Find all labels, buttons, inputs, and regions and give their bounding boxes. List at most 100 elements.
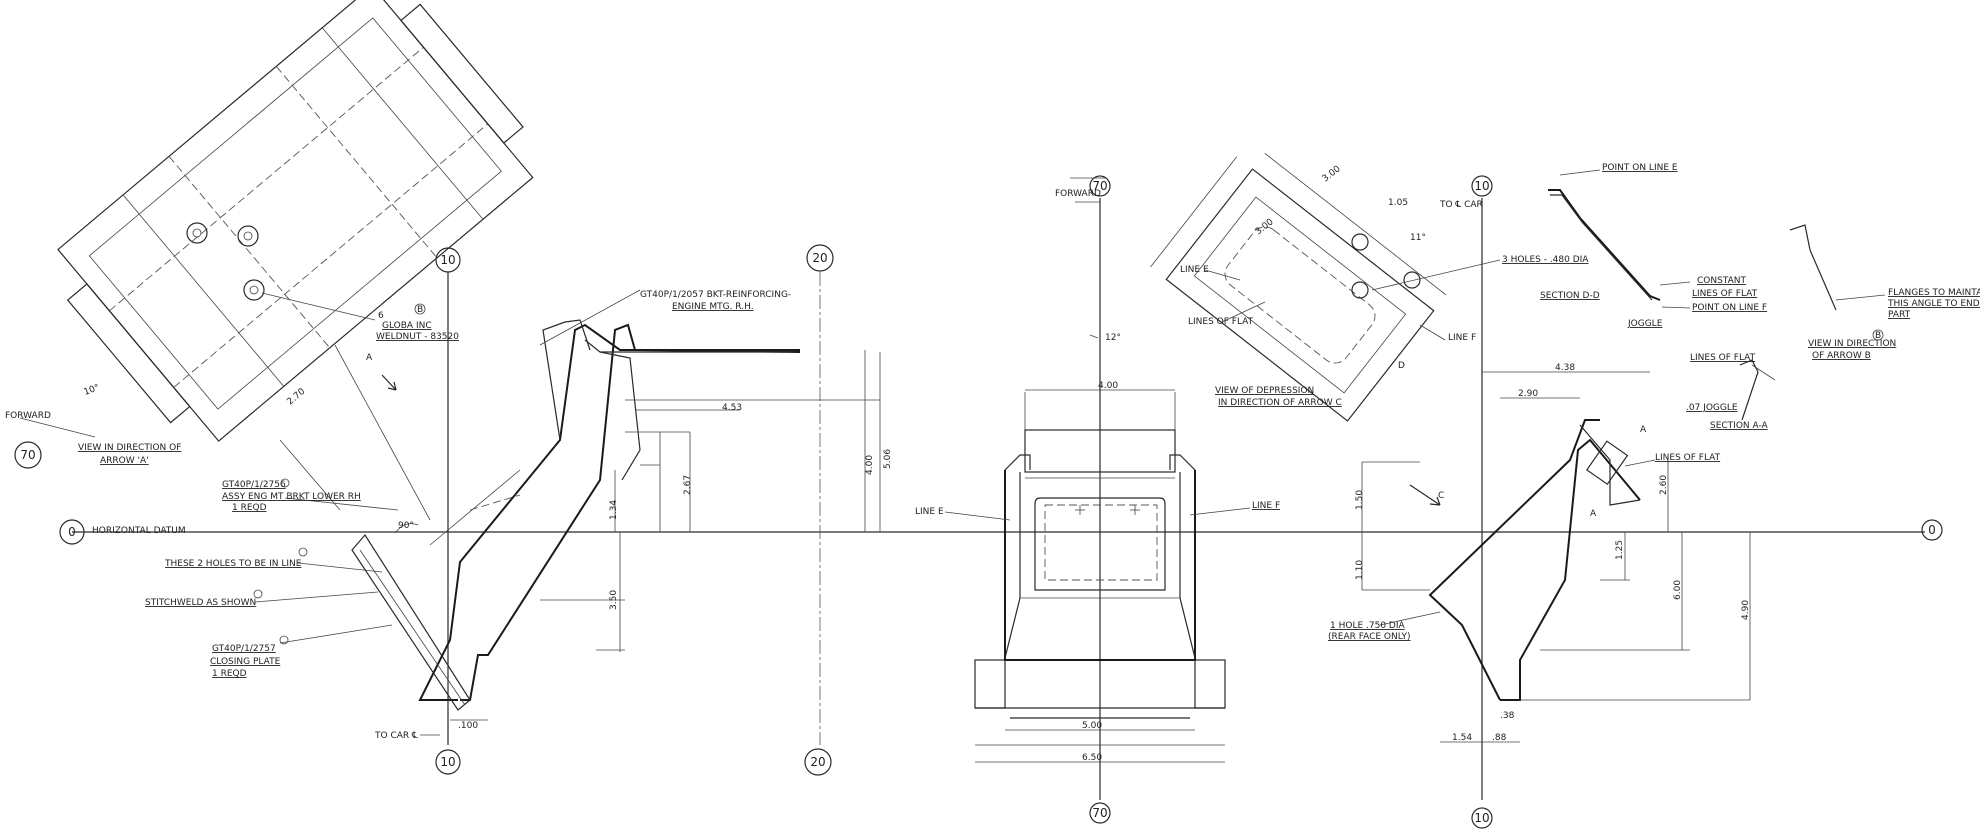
arrow-a-right: A xyxy=(1640,425,1647,435)
grid-bubbles: 70 0 10 10 20 20 70 70 xyxy=(14,175,1943,829)
dim-350: 3.50 xyxy=(609,590,619,610)
section-mark-d: D xyxy=(1398,361,1405,371)
section-aa-title: SECTION A-A xyxy=(1710,421,1769,431)
arrow-c-icon xyxy=(1409,484,1441,506)
section-dd-title: SECTION D-D xyxy=(1540,291,1600,301)
joggle-label: JOGGLE xyxy=(1627,319,1663,329)
svg-text:10: 10 xyxy=(440,755,455,769)
view-arrow-a: FORWARD VIEW IN DIRECTION OF ARROW 'A' A… xyxy=(5,0,534,521)
dim-150: 1.50 xyxy=(1355,490,1365,510)
datum-lines xyxy=(72,198,1925,800)
svg-text:70: 70 xyxy=(20,448,35,462)
holes-note-right: 3 HOLES - .480 DIA xyxy=(1502,255,1589,265)
horizontal-datum-label: HORIZONTAL DATUM xyxy=(92,526,186,536)
point-on-line-e: POINT ON LINE E xyxy=(1602,163,1678,173)
closing-ref-3: 1 REQD xyxy=(212,669,247,679)
hole-icon xyxy=(1403,271,1421,289)
stitch-note: STITCHWELD AS SHOWN xyxy=(145,598,256,608)
dim-270: 2.70 xyxy=(286,387,308,408)
svg-text:70: 70 xyxy=(1092,179,1107,193)
svg-text:70: 70 xyxy=(1092,806,1107,820)
bkt-ref-1: GT40P/1/2057 BKT-REINFORCING- xyxy=(640,290,791,300)
point-on-line-f: POINT ON LINE F xyxy=(1692,303,1767,313)
dim-110: 1.10 xyxy=(1355,560,1365,580)
assy-ref-3: 1 REQD xyxy=(232,503,267,513)
depression-outline xyxy=(1034,497,1166,591)
dim-300: 3.00 xyxy=(1321,164,1343,184)
right-elevation: 4.38 2.90 C 1.50 1.10 1.25 2.60 6.00 4.9… xyxy=(1328,353,1776,743)
bubble-10-right-bottom: 10 xyxy=(1471,807,1493,829)
dim-88: .88 xyxy=(1492,733,1507,743)
bkt-ref-2: ENGINE MTG. R.H. xyxy=(672,302,754,312)
dim-400: 4.00 xyxy=(865,455,875,475)
to-car-label: TO CAR ℄ xyxy=(374,731,418,741)
section-aa-sketch xyxy=(1739,359,1759,421)
line-f-right: LINE F xyxy=(1448,333,1476,343)
tag-b-right: B xyxy=(1875,331,1881,341)
weldnut-icon xyxy=(186,222,265,301)
flanges-note-3: PART xyxy=(1888,310,1911,320)
dim-400-mid: 4.00 xyxy=(1098,381,1118,391)
dim-267: 2.67 xyxy=(683,475,693,495)
svg-text:20: 20 xyxy=(812,251,827,265)
tag-b-circle xyxy=(414,303,426,315)
dim-600: 6.00 xyxy=(1673,580,1683,600)
front-view: FORWARD 12° 4.00 5.00 6.50 LINE E LINE F xyxy=(915,177,1280,763)
bubble-20-top: 20 xyxy=(806,244,834,272)
bubble-70-mid-top: 70 xyxy=(1089,175,1111,197)
constant-label: CONSTANT xyxy=(1697,276,1747,286)
flanges-note-1: FLANGES TO MAINTAIN xyxy=(1888,288,1980,298)
dim-100: .100 xyxy=(458,721,478,731)
svg-text:10: 10 xyxy=(440,253,455,267)
bubble-20-bottom: 20 xyxy=(804,748,832,776)
dim-506-label: 5.06 xyxy=(883,449,893,469)
angle-arc xyxy=(394,523,419,534)
line-e-mid: LINE E xyxy=(915,507,944,517)
part-ref-b-tag: B xyxy=(417,305,423,315)
view-b-title-1: VIEW IN DIRECTION xyxy=(1808,339,1896,349)
lines-of-flat-1: LINES OF FLAT xyxy=(1188,317,1254,327)
dim-650: 6.50 xyxy=(1082,753,1102,763)
part-ref-b-num: WELDNUT - 83520 xyxy=(376,332,459,342)
bubble-0-right: 0 xyxy=(1921,519,1943,541)
closing-ref-2: CLOSING PLATE xyxy=(210,657,281,667)
angle-90: 90° xyxy=(398,521,414,531)
assy-ref-2: ASSY ENG MT BRKT LOWER RH xyxy=(222,492,361,502)
bubble-0-left: 0 xyxy=(59,519,85,545)
arrow-a-icon xyxy=(381,374,397,391)
section-dd: POINT ON LINE E SECTION D-D CONSTANT LIN… xyxy=(1540,163,1980,361)
dim-290: 2.90 xyxy=(1518,389,1538,399)
to-cl-car: TO ℄ CAR xyxy=(1439,200,1483,210)
lines-of-flat-4: LINES OF FLAT xyxy=(1690,353,1756,363)
svg-text:0: 0 xyxy=(1928,523,1936,537)
depression-view: 3.00 3.00 1.05 11° TO ℄ CAR LINE E LINES… xyxy=(1150,152,1589,422)
arrow-a-label: A xyxy=(366,353,373,363)
dim-105: 1.05 xyxy=(1388,198,1408,208)
svg-text:10: 10 xyxy=(1474,179,1489,193)
dim-300-b: 3.00 xyxy=(1254,217,1276,237)
bubble-10-top: 10 xyxy=(435,247,461,273)
joggle-07: .07 JOGGLE xyxy=(1686,403,1738,413)
bubble-70-left: 70 xyxy=(14,441,42,469)
dim-154: 1.54 xyxy=(1452,733,1472,743)
line-f-mid: LINE F xyxy=(1252,501,1280,511)
holes-note: THESE 2 HOLES TO BE IN LINE xyxy=(164,559,302,569)
section-aa-block xyxy=(1586,440,1629,486)
forward-label-left: FORWARD xyxy=(5,411,51,421)
depression-title-2: IN DIRECTION OF ARROW C xyxy=(1218,398,1342,408)
dim-12-deg: 12° xyxy=(1105,333,1121,343)
bubble-10-right-top: 10 xyxy=(1471,175,1493,197)
dim-490: 4.90 xyxy=(1741,600,1751,620)
left-callouts: GT40P/1/2057 BKT-REINFORCING- ENGINE MTG… xyxy=(92,290,893,741)
closing-ref-1: GT40P/1/2757 xyxy=(212,644,276,654)
depression-title-1: VIEW OF DEPRESSION xyxy=(1215,386,1314,396)
hole-icon xyxy=(1351,233,1369,251)
view-a-title-1: VIEW IN DIRECTION OF xyxy=(78,443,181,453)
dim-11: 11° xyxy=(1410,233,1426,243)
closing-plate xyxy=(351,533,471,711)
dim-38: .38 xyxy=(1500,711,1515,721)
forward-label-mid: FORWARD xyxy=(1055,189,1101,199)
lines-of-flat-2: LINES OF FLAT xyxy=(1692,289,1758,299)
dim-438: 4.38 xyxy=(1555,363,1575,373)
svg-text:0: 0 xyxy=(68,525,76,539)
